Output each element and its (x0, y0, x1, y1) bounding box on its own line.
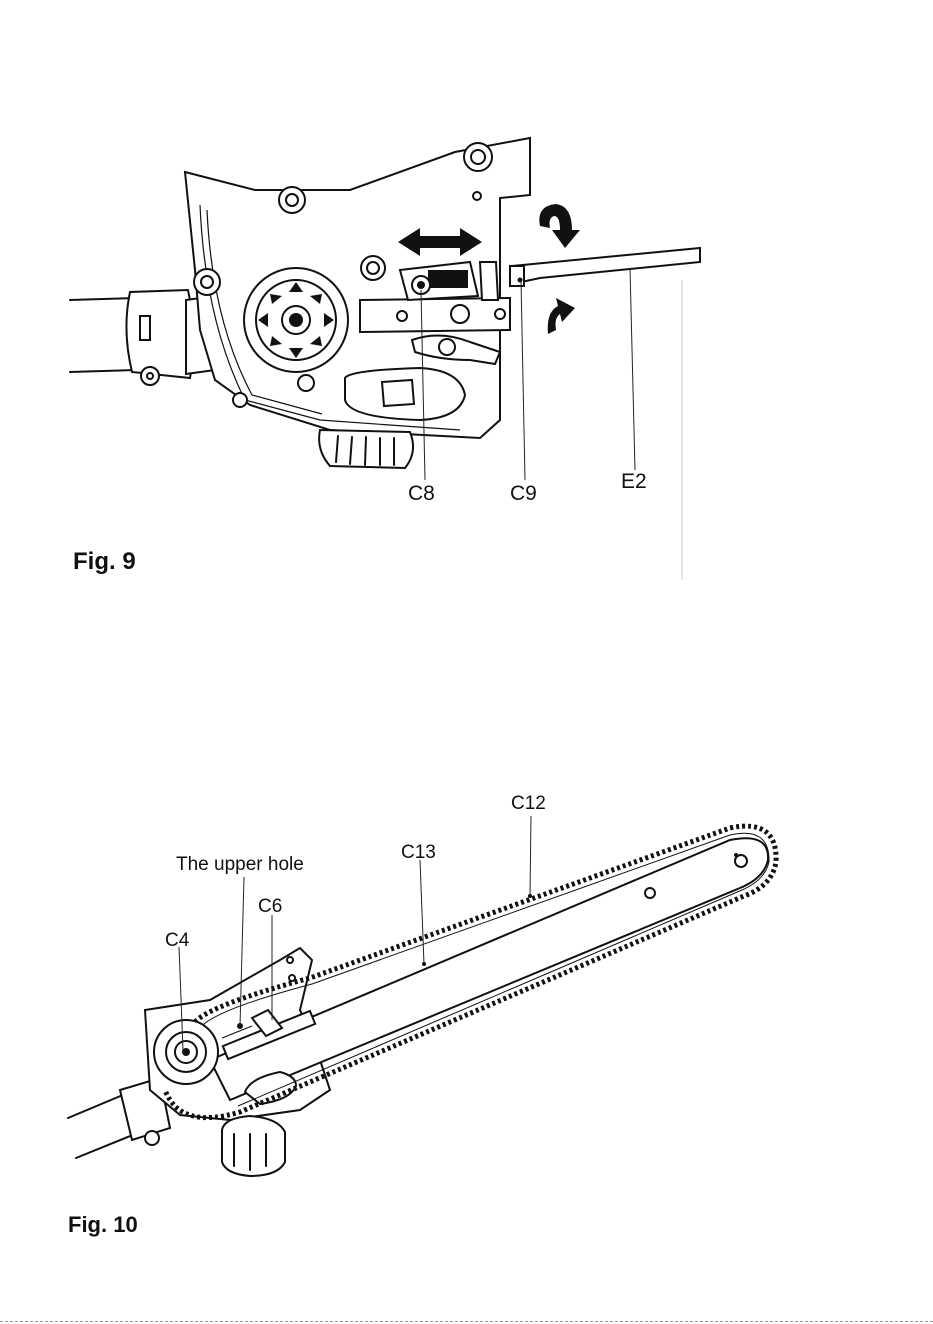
figure-9: C8 C9 E2 Fig. 9 (0, 0, 933, 600)
callout-c4: C4 (165, 930, 189, 952)
callout-c13: C13 (401, 842, 436, 864)
page-bottom-rule (0, 1321, 933, 1322)
callout-c12: C12 (511, 793, 546, 815)
callout-c9: C9 (510, 482, 537, 506)
screwdriver (510, 248, 700, 286)
figure-9-caption: Fig. 9 (73, 548, 136, 576)
callout-e2: E2 (621, 470, 647, 494)
tension-knob (319, 430, 413, 468)
figure-10: The upper hole C6 C4 C13 C12 Fig. 10 (0, 760, 933, 1320)
tension-knob (222, 1116, 285, 1176)
sprocket (154, 1020, 218, 1084)
figure-10-caption: Fig. 10 (68, 1212, 138, 1238)
callout-c6: C6 (258, 896, 282, 918)
figure-10-illustration (0, 760, 933, 1320)
callout-c8: C8 (408, 482, 435, 506)
figure-9-illustration (0, 0, 933, 600)
sprocket (244, 268, 348, 372)
callout-upper-hole: The upper hole (176, 854, 304, 876)
pole-tube (70, 290, 215, 385)
